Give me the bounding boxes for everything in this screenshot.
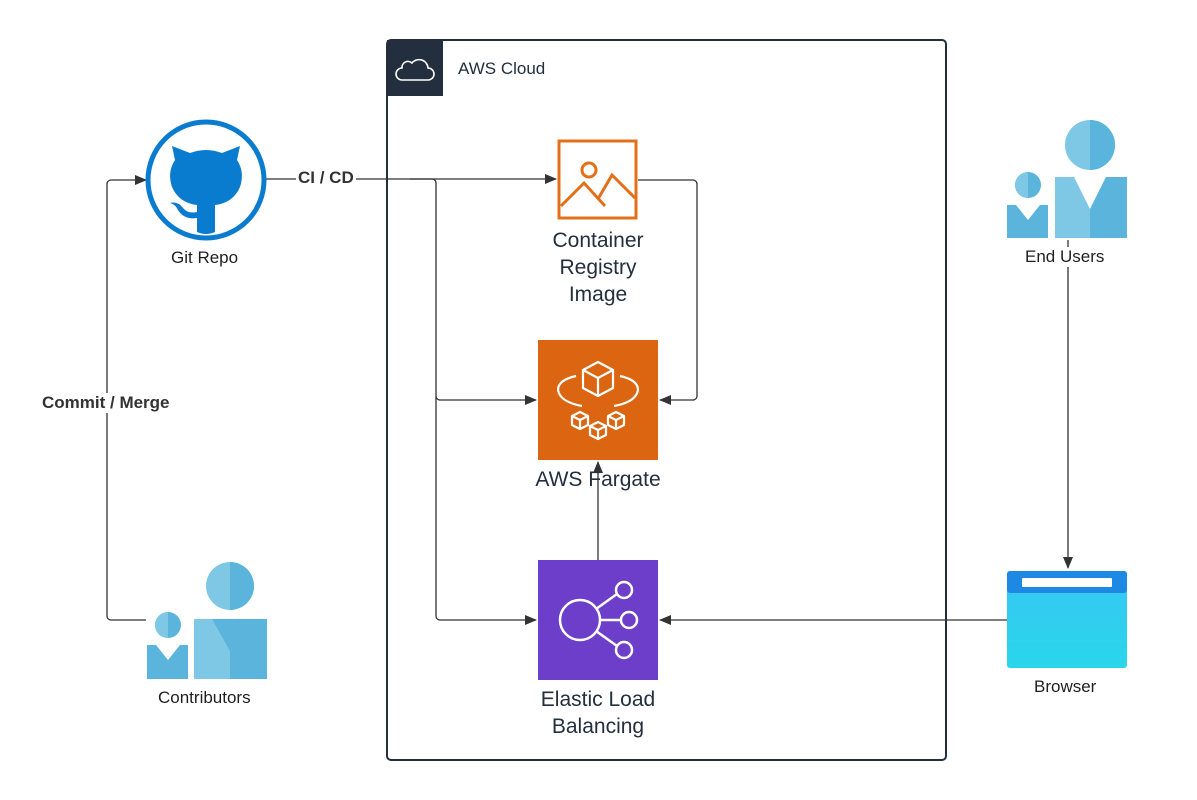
cicd-edge-label: CI / CD	[296, 168, 356, 188]
end-users-label: End Users	[1025, 247, 1105, 267]
registry-label: Container Registry Image	[552, 229, 644, 306]
users-icon	[147, 562, 267, 679]
load-balancer-icon	[538, 560, 658, 680]
browser-label: Browser	[1034, 677, 1097, 696]
browser-window-icon	[1007, 571, 1127, 668]
aws-cloud-title: AWS Cloud	[458, 59, 546, 78]
elb-label: Elastic Load Balancing	[540, 688, 656, 738]
image-icon	[557, 139, 638, 220]
aws-cloud-group	[386, 39, 947, 761]
commit-edge-label: Commit / Merge	[40, 393, 172, 413]
fargate-label: AWS Fargate	[535, 468, 661, 491]
fargate-icon	[538, 340, 658, 460]
edge-registry-fargate	[638, 179, 698, 405]
edge-cicd-elb	[435, 396, 537, 625]
git-repo-label: Git Repo	[171, 248, 239, 267]
github-icon	[145, 119, 267, 241]
edge-cicd-fargate	[410, 178, 537, 405]
cloud-icon	[395, 58, 435, 81]
contributors-label: Contributors	[158, 688, 251, 707]
users-icon	[1007, 120, 1127, 238]
